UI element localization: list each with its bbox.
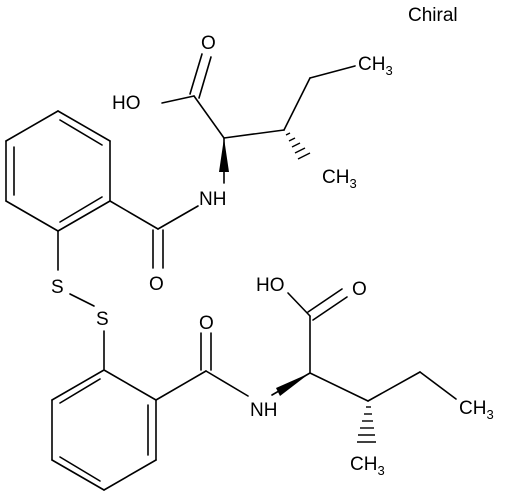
bond-calpha-cbeta-upper	[223, 129, 285, 139]
bond-cgamma-ch3-upper	[309, 65, 356, 79]
bond-c-o-double-b-lower	[312, 296, 348, 321]
hashed-wedge-lower	[357, 406, 376, 443]
atom-o-lower-carbonyl: O	[352, 279, 367, 300]
lower-benzene-ring	[51, 369, 157, 491]
atom-ho-upper: HO	[112, 93, 141, 114]
bond-ring-carbonyl-upper	[109, 200, 159, 230]
bold-wedge-lower	[276, 373, 310, 396]
ch3-upper-methyl: CH3	[322, 167, 357, 191]
bond-c-oh-upper	[161, 95, 195, 104]
atom-o-upper-carbonyl: O	[201, 33, 216, 54]
bond-c-n-upper	[157, 205, 199, 230]
hashed-wedge-upper	[285, 132, 311, 160]
chiral-label: Chiral	[408, 5, 458, 26]
ch3-lower-methyl: CH3	[350, 454, 385, 478]
bond-ring-carbonyl-lower	[155, 370, 207, 401]
atom-nh-upper: NH	[199, 189, 226, 210]
bond-c-o-double-a-lower	[307, 288, 343, 313]
atom-s1: S	[51, 277, 64, 298]
atom-o-lower-amide: O	[199, 313, 214, 334]
atom-ho-lower: HO	[256, 275, 285, 296]
bond-cgamma-ch3-lower	[419, 371, 457, 400]
ch3-upper-ethyl: CH3	[358, 54, 393, 78]
bond-c-n-lower	[205, 370, 249, 397]
ch3-lower-ethyl: CH3	[459, 398, 494, 422]
atom-s2: S	[96, 309, 109, 330]
atom-o-upper-amide: O	[149, 274, 164, 295]
bond-cbeta-cgamma-lower	[367, 371, 421, 402]
upper-benzene-ring	[5, 110, 111, 232]
atom-nh-lower: NH	[250, 400, 277, 421]
bond-c-o-double-b-upper	[198, 56, 212, 99]
bond-c-o-double-a-upper	[189, 53, 203, 95]
bond-calpha-cbeta-lower	[309, 372, 369, 402]
bold-wedge-upper	[219, 138, 229, 172]
bond-calpha-cooh-upper	[193, 95, 225, 139]
bond-cbeta-cgamma-upper	[283, 77, 311, 131]
bond-c-oh-lower	[287, 292, 311, 317]
bond-s-s	[69, 293, 95, 307]
